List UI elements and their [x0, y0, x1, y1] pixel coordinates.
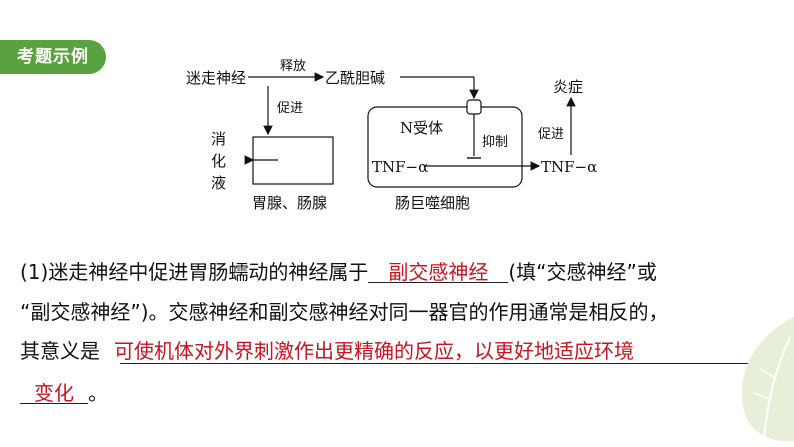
answer-1: 副交感神经	[388, 260, 489, 284]
answer-2-underline-1	[120, 363, 748, 364]
tnf-right: TNF−α	[541, 158, 597, 176]
question-line-3: 其意义是可使机体对外界刺激作出更精确的反应，以更好地适应环境	[20, 335, 634, 364]
macrophage-box	[367, 106, 523, 188]
leaf-icon	[741, 317, 794, 442]
answer-1-slot: 副交感神经	[368, 256, 509, 285]
release-label: 释放	[280, 59, 306, 74]
question-line-2: “副交感神经”)。交感神经和副交感神经对同一器官的作用通常是相反的，	[20, 300, 669, 324]
digestive-char-2: 化	[211, 152, 226, 170]
end-mark: 。	[88, 381, 108, 405]
example-tag: 考题示例	[0, 40, 106, 74]
promote-label-left: 促进	[277, 101, 303, 116]
macrophage-label: 肠巨噬细胞	[395, 194, 470, 212]
question-block: (1)迷走神经中促进胃肠蠕动的神经属于副交感神经 (填“交感神经”或 “副交感神经…	[0, 238, 794, 438]
answer-2-underline-2	[20, 403, 88, 404]
regulation-diagram: 迷走神经 释放 乙酰胆碱 促进 消 化 液 胃腺、肠腺 N受体 抑制 TNF−α…	[186, 59, 597, 212]
ach-label: 乙酰胆碱	[325, 69, 385, 87]
nerve-label: 迷走神经	[186, 69, 246, 87]
promote-label-right: 促进	[538, 127, 564, 142]
receptor-square	[466, 99, 482, 115]
answer-2-part-1: 可使机体对外界刺激作出更精确的反应，以更好地适应环境	[114, 339, 634, 363]
answer-2-part-2: 变化	[34, 381, 74, 405]
inhibit-label: 抑制	[482, 135, 508, 150]
question-line-1: (1)迷走神经中促进胃肠蠕动的神经属于副交感神经 (填“交感神经”或	[20, 256, 657, 285]
question-line-4: 变化。	[20, 377, 108, 406]
answer-2-slot-2: 变化	[20, 377, 88, 406]
question-line-3-prefix: 其意义是	[20, 339, 100, 363]
inflammation-label: 炎症	[553, 78, 583, 96]
answer-1-underline	[368, 282, 509, 283]
question-line-1-prefix: (1)迷走神经中促进胃肠蠕动的神经属于	[20, 260, 369, 284]
gland-label: 胃腺、肠腺	[252, 194, 327, 212]
digestive-char-1: 消	[211, 130, 226, 148]
question-line-1-suffix: (填“交感神经”或	[508, 260, 657, 284]
receptor-label: N受体	[400, 119, 443, 137]
digestive-char-3: 液	[211, 174, 226, 192]
tnf-left: TNF−α	[372, 158, 428, 176]
